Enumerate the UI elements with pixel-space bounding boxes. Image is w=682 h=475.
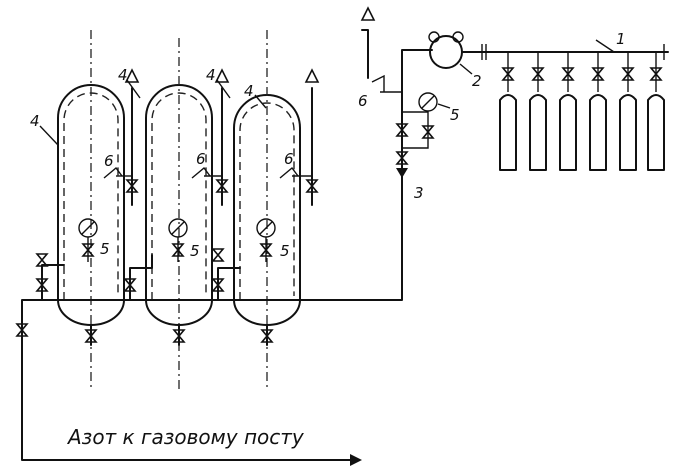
label-receiver-2: 4	[118, 66, 128, 84]
leader-lines	[39, 63, 473, 146]
drain-valves	[85, 324, 273, 346]
main-header	[16, 169, 403, 466]
label-manometer-2: 5	[190, 242, 200, 260]
label-check-valve: 3	[414, 184, 424, 202]
label-safety-valve-2: 6	[196, 150, 206, 168]
label-cylinders: 1	[616, 30, 626, 48]
compressor	[428, 31, 669, 69]
receiver-inlets	[36, 248, 241, 301]
label-receiver-4: 4	[244, 82, 254, 100]
label-receiver-3: 4	[206, 66, 216, 84]
receiver-manometers	[78, 218, 276, 262]
label-safety-valve-4: 6	[358, 92, 368, 110]
label-safety-valve-1: 6	[104, 152, 114, 170]
cylinder-bank	[499, 39, 665, 171]
label-receiver-1: 4	[30, 112, 40, 130]
outlet-caption: Азот к газовому посту	[66, 425, 305, 449]
label-manometer-1: 5	[100, 240, 110, 258]
compressor-riser	[361, 7, 438, 178]
label-manometer-3: 5	[280, 242, 290, 260]
label-manometer-4: 5	[450, 106, 460, 124]
receiver-safety-valves	[103, 69, 319, 206]
label-compressor: 2	[472, 72, 482, 90]
label-safety-valve-3: 6	[284, 150, 294, 168]
